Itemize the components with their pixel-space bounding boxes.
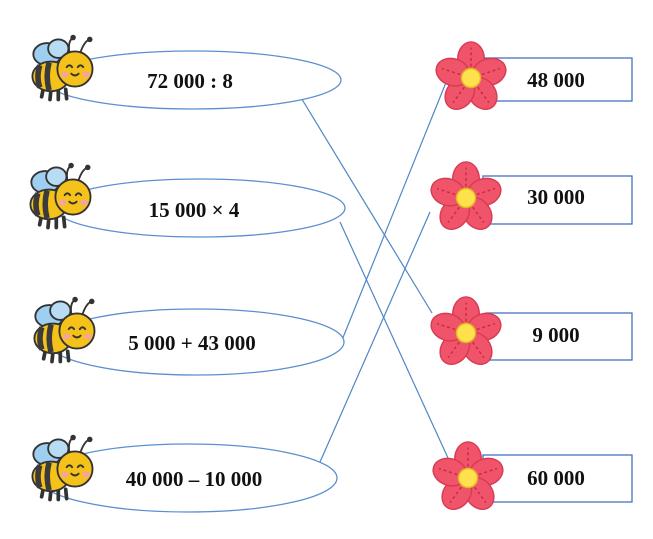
answer-text: 60 000 bbox=[527, 466, 585, 490]
answer-text: 9 000 bbox=[532, 323, 579, 347]
left-item: 72 000 : 8 bbox=[32, 35, 342, 110]
left-item: 5 000 + 43 000 bbox=[34, 297, 345, 376]
right-item: 9 000 bbox=[428, 296, 633, 371]
left-item: 40 000 – 10 000 bbox=[32, 435, 338, 513]
expression-text: 72 000 : 8 bbox=[147, 69, 233, 93]
left-item: 15 000 × 4 bbox=[30, 163, 346, 238]
expression-text: 40 000 – 10 000 bbox=[126, 467, 263, 491]
right-item: 48 000 bbox=[433, 41, 633, 116]
right-item: 30 000 bbox=[428, 161, 633, 236]
answer-box[interactable] bbox=[485, 312, 633, 361]
expression-text: 15 000 × 4 bbox=[149, 198, 240, 222]
connector-lines bbox=[299, 79, 449, 463]
answer-text: 48 000 bbox=[527, 68, 585, 92]
right-item: 60 000 bbox=[430, 441, 633, 516]
expression-text: 5 000 + 43 000 bbox=[128, 331, 255, 355]
connector-line bbox=[339, 221, 449, 459]
answer-box[interactable] bbox=[482, 57, 633, 102]
flower-icon bbox=[433, 41, 509, 116]
connector-line bbox=[319, 211, 431, 463]
connector-line bbox=[339, 79, 448, 346]
flower-icon bbox=[430, 441, 506, 516]
connector-line bbox=[299, 95, 433, 314]
answer-text: 30 000 bbox=[527, 185, 585, 209]
